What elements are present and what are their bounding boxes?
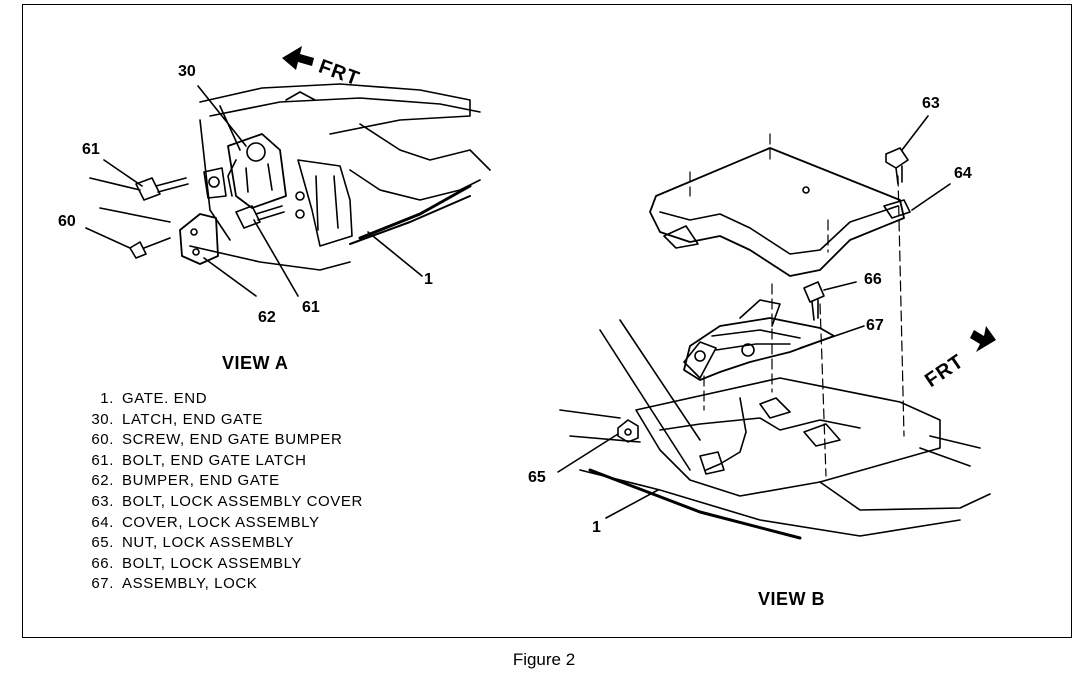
legend-item: 66.BOLT, LOCK ASSEMBLY bbox=[91, 554, 303, 572]
bolt-66 bbox=[803, 281, 825, 321]
leader-62 bbox=[203, 257, 257, 297]
legend-item: 1.GATE. END bbox=[100, 390, 208, 407]
callout-66: 66 bbox=[864, 271, 882, 288]
bolt-63 bbox=[885, 147, 909, 185]
legend-item: 30.LATCH, END GATE bbox=[91, 410, 263, 428]
leader-64 bbox=[911, 183, 951, 211]
figure-frame bbox=[22, 4, 1072, 638]
callout-65: 65 bbox=[528, 469, 546, 486]
latch-end-gate bbox=[227, 133, 287, 209]
callout-64: 64 bbox=[954, 165, 972, 182]
callout-62: 62 bbox=[258, 309, 276, 326]
callout-61-upper: 61 bbox=[82, 141, 100, 158]
leader-61-lower bbox=[253, 219, 299, 297]
legend-item: 67.ASSEMBLY, LOCK bbox=[91, 575, 258, 593]
alignment-lines bbox=[689, 133, 905, 477]
nut-65 bbox=[617, 419, 639, 443]
legend-item: 61.BOLT, END GATE LATCH bbox=[91, 451, 307, 469]
leader-30 bbox=[197, 85, 247, 147]
callout-1-a: 1 bbox=[424, 271, 433, 288]
legend-item: 60.SCREW, END GATE BUMPER bbox=[91, 431, 343, 449]
leader-67 bbox=[799, 325, 865, 349]
callout-30: 30 bbox=[178, 63, 196, 80]
leader-65 bbox=[557, 433, 619, 473]
lock-assembly bbox=[683, 317, 835, 381]
leader-60 bbox=[85, 227, 131, 249]
callout-1-b: 1 bbox=[592, 519, 601, 536]
frt-arrow-b bbox=[970, 326, 996, 352]
striker-bracket bbox=[297, 159, 353, 247]
view-a-drawing bbox=[85, 46, 491, 297]
leader-63 bbox=[901, 115, 929, 151]
leader-66 bbox=[823, 281, 857, 291]
callout-63: 63 bbox=[922, 95, 940, 112]
bed-floor bbox=[635, 377, 941, 497]
bumper-end-gate bbox=[179, 213, 219, 265]
callout-67: 67 bbox=[866, 317, 884, 334]
bolt-61-lower bbox=[235, 205, 285, 229]
lock-assembly-cover bbox=[649, 147, 905, 277]
legend-item: 63.BOLT, LOCK ASSEMBLY COVER bbox=[91, 492, 363, 510]
linkage-rod bbox=[705, 397, 747, 471]
leader-61-upper bbox=[103, 159, 143, 187]
figure-caption: Figure 2 bbox=[512, 650, 576, 669]
callout-61-lower: 61 bbox=[302, 299, 320, 316]
legend-item: 64.COVER, LOCK ASSEMBLY bbox=[91, 513, 320, 531]
view-a-title: VIEW A bbox=[222, 353, 289, 373]
callout-60: 60 bbox=[58, 213, 76, 230]
gate-end-panel bbox=[199, 83, 471, 135]
bolt-61-upper bbox=[135, 177, 189, 201]
view-b-drawing bbox=[557, 115, 996, 540]
leader-1-b bbox=[605, 489, 659, 519]
screw-bumper bbox=[129, 237, 171, 259]
legend-item: 65.NUT, LOCK ASSEMBLY bbox=[91, 534, 295, 552]
legend-item: 62.BUMPER, END GATE bbox=[91, 472, 280, 490]
parts-legend: 1.GATE. END 30.LATCH, END GATE 60.SCREW,… bbox=[78, 389, 363, 595]
leader-1-a bbox=[367, 231, 423, 277]
view-b-title: VIEW B bbox=[758, 589, 826, 609]
frt-arrow-a bbox=[282, 46, 314, 70]
